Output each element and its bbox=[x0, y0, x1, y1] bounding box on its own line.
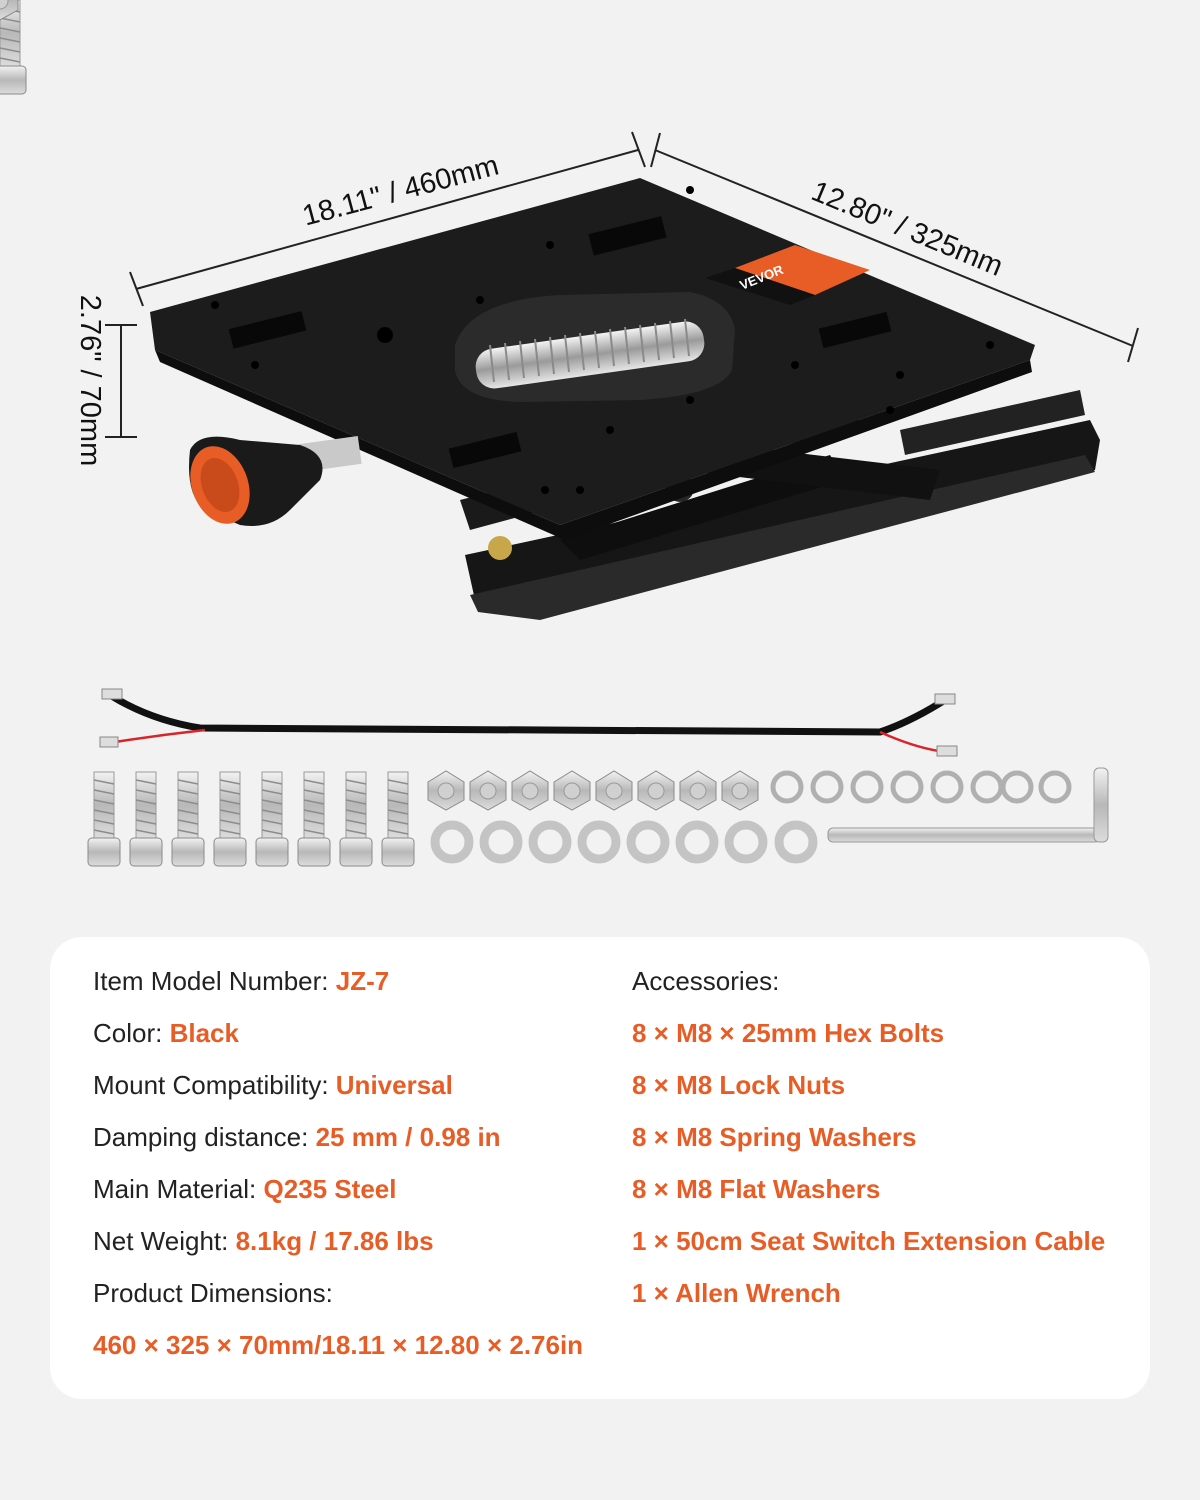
spec-product-dimensions-label: Product Dimensions: bbox=[93, 1278, 333, 1308]
spring-washers bbox=[770, 770, 1072, 804]
flat-washers bbox=[430, 820, 818, 864]
specifications-card: Item Model Number: JZ-7 Color: Black Mou… bbox=[50, 937, 1150, 1399]
accessory-item: 8 × M8 Spring Washers bbox=[632, 1122, 917, 1152]
extension-cable bbox=[99, 688, 958, 757]
accessory-item: 8 × M8 × 25mm Hex Bolts bbox=[632, 1018, 945, 1048]
accessory-item: 1 × 50cm Seat Switch Extension Cable bbox=[632, 1226, 1106, 1256]
spec-color: Color: Black bbox=[93, 1018, 239, 1048]
allen-wrench bbox=[827, 767, 1109, 843]
spec-mount-compatibility: Mount Compatibility: Universal bbox=[93, 1070, 453, 1100]
spec-product-dimensions-value: 460 × 325 × 70mm/18.11 × 12.80 × 2.76in bbox=[93, 1330, 584, 1360]
spec-damping-distance: Damping distance: 25 mm / 0.98 in bbox=[93, 1122, 501, 1152]
hex-bolts bbox=[0, 0, 415, 867]
adjustment-knob bbox=[189, 435, 362, 526]
accessories-list: Accessories: 8 × M8 × 25mm Hex Bolts 8 ×… bbox=[632, 961, 1105, 1325]
lock-nuts bbox=[0, 0, 759, 811]
specifications-list: Item Model Number: JZ-7 Color: Black Mou… bbox=[93, 961, 583, 1377]
spec-net-weight: Net Weight: 8.1kg / 17.86 lbs bbox=[93, 1226, 434, 1256]
spec-model-number: Item Model Number: JZ-7 bbox=[93, 966, 390, 996]
accessory-item: 8 × M8 Flat Washers bbox=[632, 1174, 881, 1204]
dimension-lines bbox=[105, 131, 1139, 438]
accessory-item: 8 × M8 Lock Nuts bbox=[632, 1070, 846, 1100]
spring bbox=[475, 318, 705, 389]
bottom-frame bbox=[465, 390, 1100, 620]
spec-main-material: Main Material: Q235 Steel bbox=[93, 1174, 397, 1204]
height-dimension-label: 2.76" / 70mm bbox=[74, 294, 107, 467]
accessories-heading: Accessories: bbox=[632, 966, 780, 996]
product-illustration: VEVOR bbox=[0, 0, 1139, 867]
accessory-item: 1 × Allen Wrench bbox=[632, 1278, 841, 1308]
